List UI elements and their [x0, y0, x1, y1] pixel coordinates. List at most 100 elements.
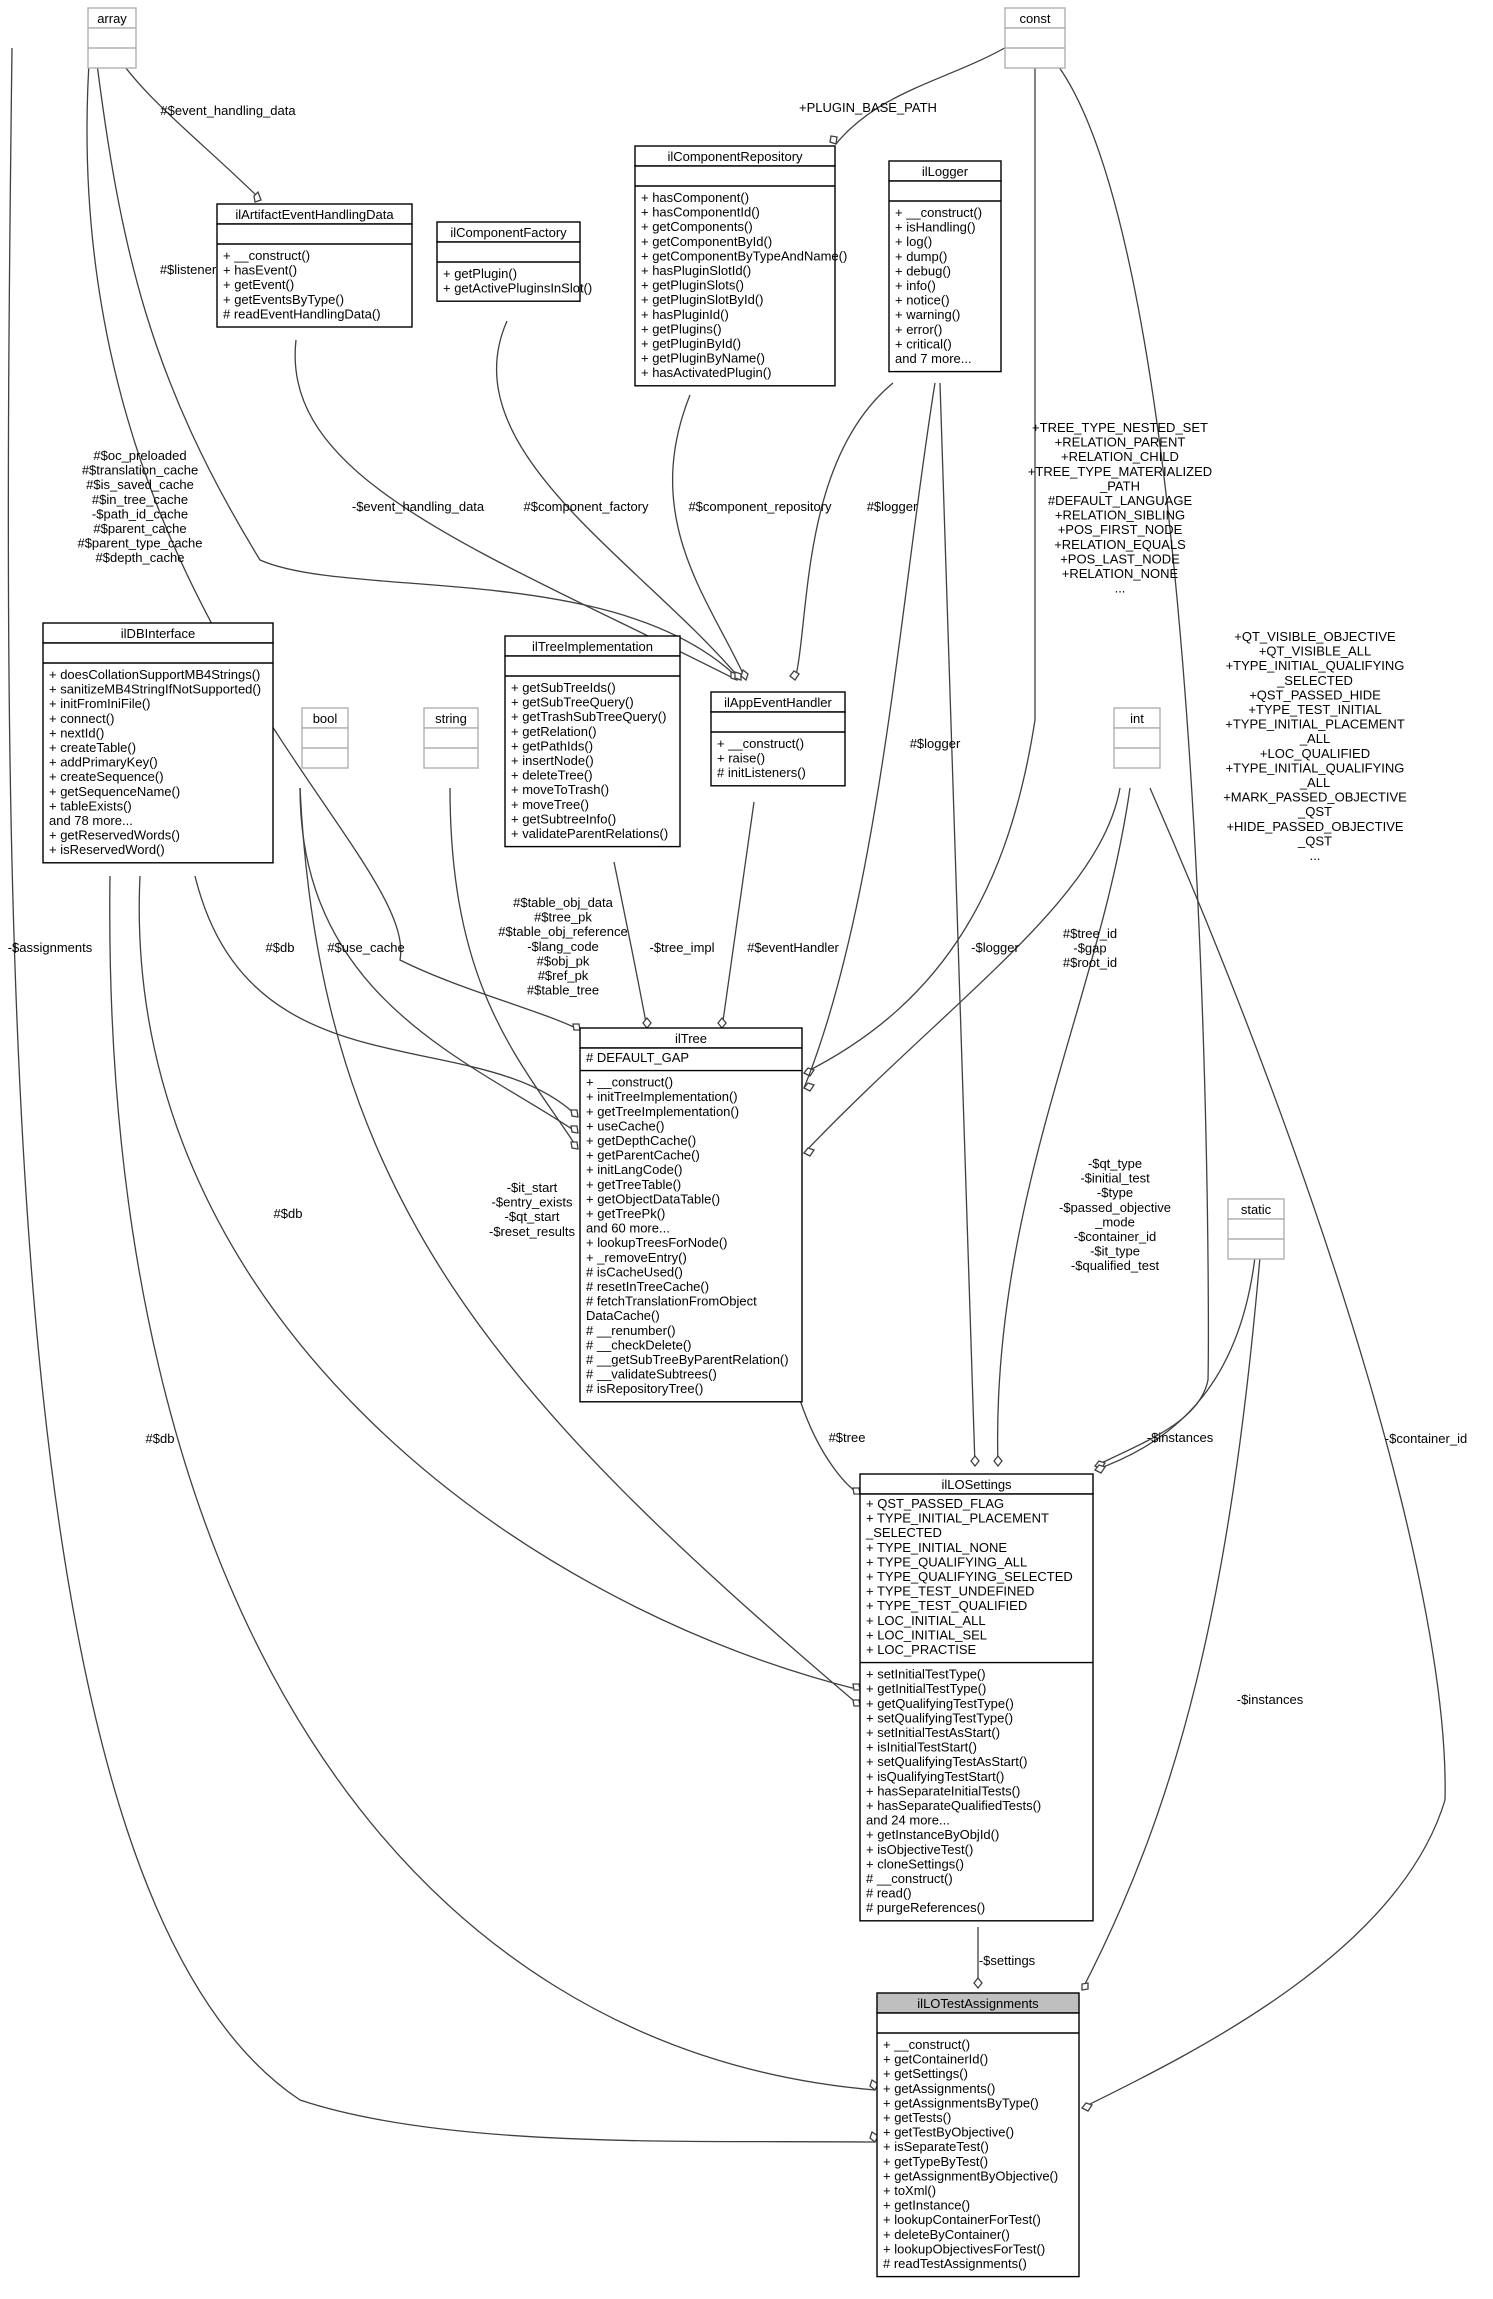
class-name: int [1130, 711, 1144, 726]
class-attribute: + LOC_PRACTISE [866, 1642, 977, 1657]
class-method: # __validateSubtrees() [586, 1367, 717, 1382]
edge-appevent-tree [721, 801, 755, 1029]
class-box-body [888, 180, 1002, 373]
edge-label-instances-assign: -$instances [1237, 1692, 1304, 1707]
edge-label-line: #$in_tree_cache [92, 492, 188, 507]
edge-label-event-handling-data-array: #$event_handling_data [160, 103, 296, 118]
class-method: + getEvent() [223, 277, 294, 292]
class-box-artifact: ilArtifactEventHandlingData+ __construct… [216, 203, 413, 328]
edge-label-db-tree: #$db [266, 940, 295, 955]
edge-label-line: #$ref_pk [538, 968, 589, 983]
edge-label-line: +QT_VISIBLE_ALL [1259, 644, 1371, 659]
class-name: ilDBInterface [121, 626, 195, 641]
edge-label-line: -$event_handling_data [352, 499, 485, 514]
class-box-iltree: ilTree# DEFAULT_GAP+ __construct()+ init… [579, 1027, 803, 1403]
class-method: + getPluginByName() [641, 351, 765, 366]
edge-label-line: -$initial_test [1080, 1171, 1150, 1186]
edge-label-assignments: -$assignments [8, 940, 93, 955]
class-method: + getTests() [883, 2110, 951, 2125]
edge-label-line: #$use_cache [327, 940, 404, 955]
class-method: # resetInTreeCache() [586, 1279, 709, 1294]
edge-artifact-appevent [294, 339, 738, 681]
edge-label-line: +TYPE_INITIAL_QUALIFYING [1226, 760, 1405, 775]
edge-label-line: #$event_handling_data [160, 103, 296, 118]
edge-int-settings-diamond [993, 1454, 1003, 1468]
edge-label-line: #$db [146, 1431, 175, 1446]
class-method: # __renumber() [586, 1323, 676, 1338]
edge-label-logger-settings: -$logger [971, 940, 1019, 955]
edge-label-line: +POS_LAST_NODE [1060, 551, 1180, 566]
edge-settings-assign-diamond [973, 1976, 983, 1990]
edge-label-line: -$gap [1073, 941, 1106, 956]
class-method: + getEventsByType() [223, 292, 344, 307]
edge-label-tree-const: +TREE_TYPE_NESTED_SET+RELATION_PARENT+RE… [1028, 420, 1212, 596]
class-method: + log() [895, 234, 932, 249]
edge-label-line: _mode [1094, 1214, 1135, 1229]
edge-static-assign-diamond [1081, 1982, 1089, 1991]
class-method: + getInstanceByObjId() [866, 1827, 999, 1842]
edge-label-listener: #$listener [160, 262, 217, 277]
edge-int-settings [996, 787, 1131, 1467]
class-method: + getContainerId() [883, 2052, 988, 2067]
class-box-treeimpl: ilTreeImplementation+ getSubTreeIds()+ g… [504, 635, 681, 848]
edge-factory-appevent-diamond [734, 671, 742, 681]
class-method: + moveToTrash() [511, 782, 609, 797]
edge-label-line: +PLUGIN_BASE_PATH [799, 100, 937, 115]
class-method: + insertNode() [511, 753, 594, 768]
class-method: + info() [895, 278, 936, 293]
edge-logger-appevent-diamond [789, 670, 800, 681]
class-method: + cloneSettings() [866, 1856, 964, 1871]
class-box-losettings: ilLOSettings+ QST_PASSED_FLAG+ TYPE_INIT… [859, 1473, 1094, 1922]
edge-label-line: -$settings [979, 1953, 1036, 1968]
edge-label-line: -$it_type [1090, 1244, 1140, 1259]
class-method: + critical() [895, 336, 952, 351]
class-method: + setInitialTestType() [866, 1667, 986, 1682]
edge-label-settings-const: +QT_VISIBLE_OBJECTIVE+QT_VISIBLE_ALL+TYP… [1223, 629, 1407, 863]
edge-label-line: -$qt_start [505, 1209, 560, 1224]
edge-label-line: +MARK_PASSED_OBJECTIVE [1223, 790, 1407, 805]
edge-label-line: -$container_id [1074, 1229, 1156, 1244]
edge-label-line: +TYPE_TEST_INITIAL [1248, 702, 1381, 717]
edge-label-logger-app: #$logger [867, 499, 918, 514]
edge-label-line: #$obj_pk [537, 953, 590, 968]
edge-logger-settings [939, 382, 976, 1467]
edge-tree-settings-diamond [852, 1487, 861, 1495]
edge-label-line: ... [1115, 581, 1126, 596]
class-method: # isRepositoryTree() [586, 1381, 703, 1396]
edge-string-tree-diamond [570, 1141, 579, 1150]
class-attribute: + QST_PASSED_FLAG [866, 1496, 1004, 1511]
edge-logger-appevent [794, 382, 894, 681]
class-method: + __construct() [895, 205, 982, 220]
class-method: + getInitialTestType() [866, 1681, 986, 1696]
edge-label-settings-int: -$qt_type-$initial_test-$type-$passed_ob… [1059, 1156, 1171, 1273]
class-method: + setQualifyingTestAsStart() [866, 1754, 1027, 1769]
edge-label-component-repository: #$component_repository [688, 499, 832, 514]
class-method: + getTreeTable() [586, 1177, 681, 1192]
class-method: # __construct() [866, 1871, 953, 1886]
class-method: + getParentCache() [586, 1148, 700, 1163]
class-method: + warning() [895, 307, 960, 322]
class-method: + getAssignmentByObjective() [883, 2168, 1058, 2183]
class-attribute: + LOC_INITIAL_SEL [866, 1627, 987, 1642]
class-method: + isInitialTestStart() [866, 1740, 977, 1755]
edges [7, 44, 1446, 2144]
class-method: + __construct() [717, 736, 804, 751]
class-method: + isReservedWord() [49, 842, 165, 857]
class-method: + hasSeparateQualifiedTests() [866, 1798, 1041, 1813]
class-method: + getAssignments() [883, 2081, 995, 2096]
class-box-string: string [423, 707, 479, 769]
edge-static-settings-diamond [1093, 1464, 1107, 1474]
edge-label-use-cache: #$use_cache [327, 940, 404, 955]
class-attribute: + LOC_INITIAL_ALL [866, 1613, 986, 1628]
edge-label-line: #$root_id [1063, 955, 1117, 970]
class-method: # read() [866, 1886, 912, 1901]
edge-label-line: _SELECTED [1276, 673, 1353, 688]
class-attribute: + TYPE_QUALIFYING_SELECTED [866, 1569, 1073, 1584]
edge-label-line: #$parent_type_cache [77, 536, 202, 551]
class-box-static: static [1227, 1198, 1285, 1260]
edge-tree-settings [799, 1399, 861, 1495]
class-method: + getPluginSlotById() [641, 292, 763, 307]
edge-array-tree [86, 47, 581, 1031]
class-method: + hasEvent() [223, 263, 297, 278]
edge-label-line: +RELATION_EQUALS [1054, 537, 1186, 552]
